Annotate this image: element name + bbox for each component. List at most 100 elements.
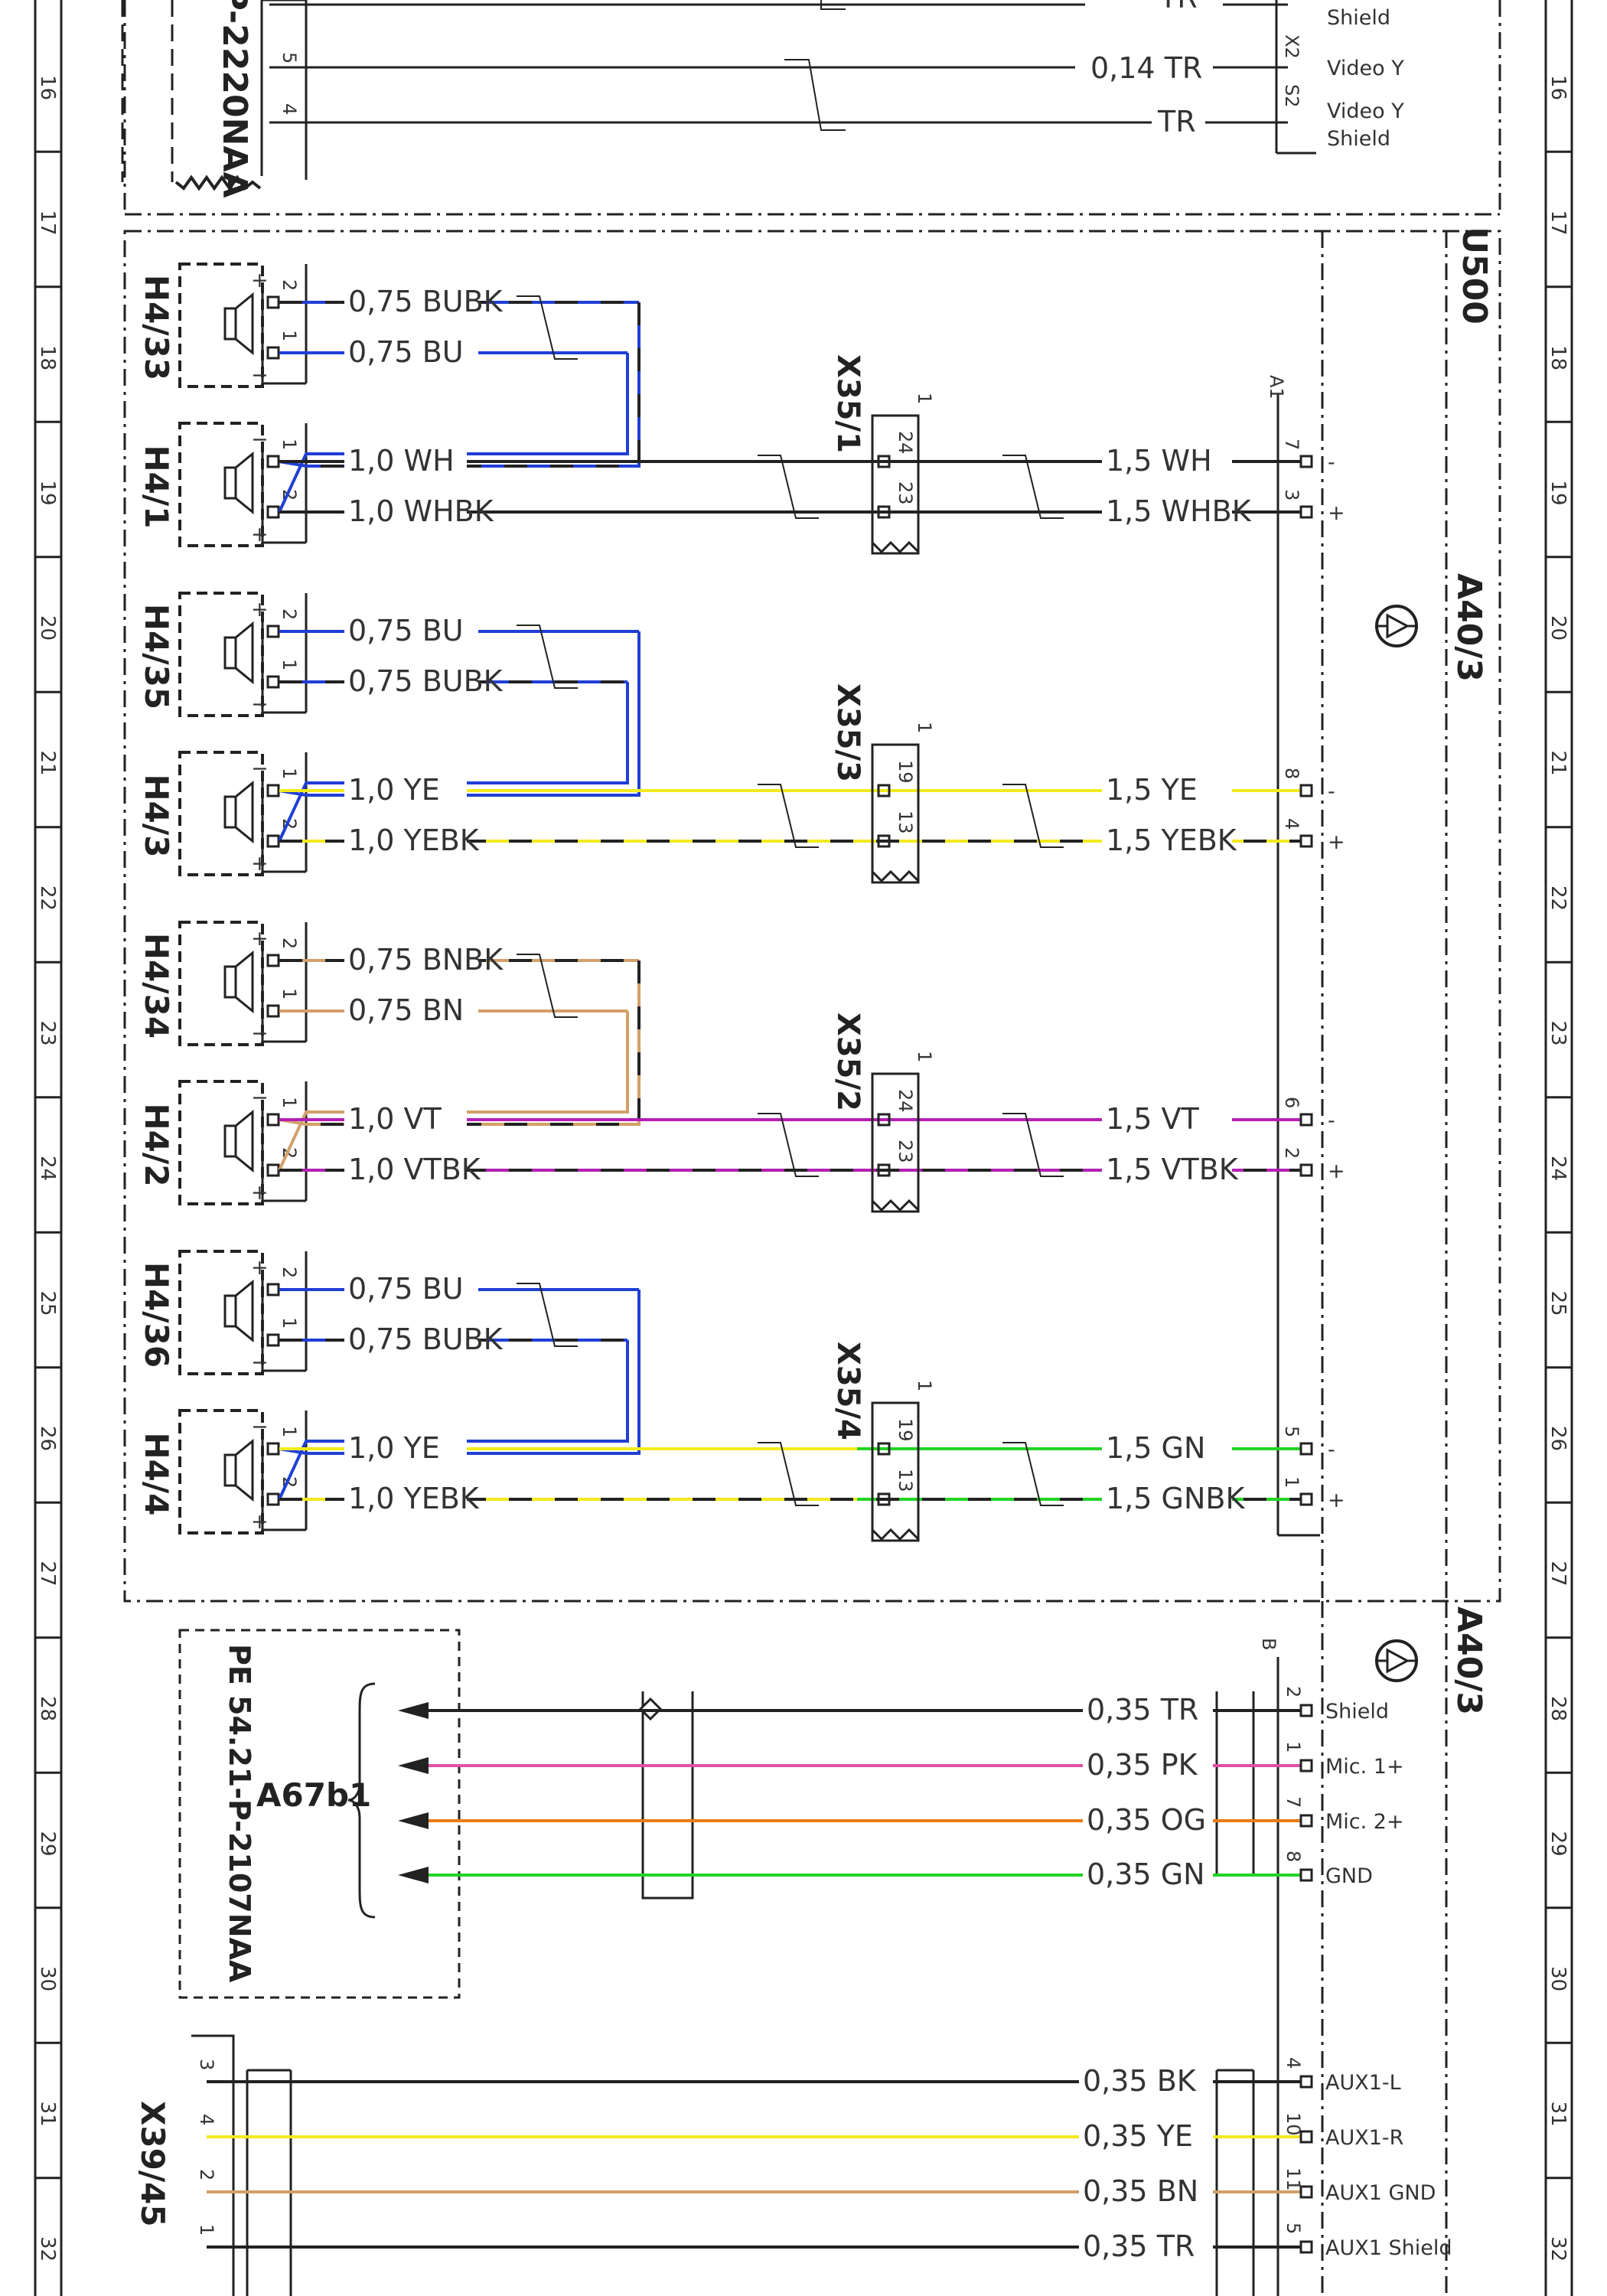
top-signal-video-y-2: Video Y [1327, 99, 1404, 123]
polarity: - [1328, 1109, 1335, 1133]
connector-pin: 1 [914, 722, 935, 733]
top-connector-x2: X2 [1281, 34, 1302, 59]
connector-pin: 23 [895, 481, 916, 505]
module-pin: 3 [1281, 489, 1302, 501]
wire-label: 1,5 GN [1106, 1431, 1205, 1465]
wire-label: 1,5 WHBK [1106, 494, 1252, 528]
row-marker: 25 [36, 1291, 59, 1316]
aux-connector-label: X39/45 [134, 2101, 171, 2227]
wire-label: 1,5 VT [1106, 1102, 1200, 1136]
wire-label: 0,75 BN [348, 993, 464, 1027]
aux-left-pin: 2 [196, 2169, 217, 2180]
speaker-rear: H4/412+− [138, 1409, 308, 1534]
speaker-pin: 1 [279, 768, 300, 779]
module-pin: 1 [1283, 1741, 1304, 1753]
top-wire-label-3: TR [1157, 105, 1196, 139]
signal-label: AUX1-L [1325, 2071, 1401, 2095]
speaker-minus: − [251, 757, 269, 781]
speaker-pin: 2 [279, 938, 300, 949]
module-pin: 7 [1281, 439, 1302, 450]
row-marker: 22 [36, 885, 59, 911]
row-marker: 26 [36, 1426, 59, 1451]
signal-label: Shield [1325, 1700, 1389, 1724]
top-connector-s2: S2 [1281, 84, 1302, 108]
connector-pin: 1 [914, 393, 935, 404]
connector-pin: 19 [895, 760, 916, 784]
top-signal-shield-2: Shield [1327, 127, 1390, 151]
module-pin: 5 [1281, 1426, 1302, 1437]
wire-label: 0,35 BK [1083, 2064, 1197, 2098]
row-marker: 19 [1547, 481, 1570, 506]
wire-label: 1,0 YE [348, 1431, 440, 1465]
connector-pin: 19 [895, 1418, 916, 1442]
wire-label: 0,35 TR [1083, 2229, 1195, 2263]
wire-label: 0,35 TR [1087, 1693, 1198, 1727]
speaker-rear: H4/312+− [138, 751, 308, 876]
top-block-label: P-2220NAA [215, 0, 254, 198]
speaker-minus: − [251, 364, 269, 387]
speaker-rear: H4/212+− [138, 1080, 308, 1205]
row-marker: 29 [1547, 1831, 1570, 1857]
u500-module-connector: A1 [1266, 375, 1287, 400]
row-marker: 31 [36, 2102, 59, 2127]
wire-label: 0,75 BUBK [348, 1322, 504, 1356]
wire-label: 1,5 YE [1106, 773, 1198, 807]
module-pin: 4 [1281, 818, 1302, 830]
wire-label: 1,0 VT [348, 1102, 442, 1136]
signal-label: AUX1-R [1325, 2126, 1403, 2150]
row-marker: 24 [36, 1156, 59, 1181]
speaker-pin: 1 [279, 1426, 300, 1437]
speaker-minus: − [251, 1415, 269, 1439]
connector-pin: 24 [895, 431, 916, 455]
polarity: + [1328, 830, 1345, 854]
polarity: + [1328, 1159, 1345, 1183]
row-marker: 28 [36, 1696, 59, 1721]
wire-label: 0,35 OG [1087, 1803, 1206, 1837]
speaker-pin: 1 [279, 1097, 300, 1108]
row-marker: 24 [1547, 1156, 1570, 1181]
speaker-minus: − [251, 1351, 269, 1375]
module-pin: 5 [1283, 2223, 1304, 2234]
mic-module-connector: B [1258, 1638, 1279, 1650]
speaker-label: H4/1 [138, 445, 175, 529]
polarity: + [1328, 501, 1345, 525]
connector-label: X35/3 [830, 683, 865, 782]
signal-label: Mic. 1+ [1325, 1755, 1404, 1779]
aux-left-pin: 3 [196, 2059, 217, 2070]
aux-left-pin: 4 [196, 2114, 217, 2125]
speaker-pin: 2 [279, 1147, 300, 1159]
speaker-label: H4/33 [138, 275, 175, 380]
row-marker: 26 [1547, 1426, 1570, 1451]
mic-module-label: A40/3 [1449, 1606, 1488, 1715]
wire-label: 0,75 BUBK [348, 664, 504, 698]
speaker-plus: + [251, 1510, 269, 1534]
speaker-plus: + [251, 852, 269, 876]
polarity: - [1328, 1438, 1335, 1462]
row-marker: 17 [1547, 210, 1570, 236]
speaker-label: H4/4 [138, 1433, 175, 1516]
top-wire-label-2: 0,14 TR [1090, 51, 1202, 85]
connector-label: X35/2 [830, 1013, 865, 1111]
connector-pin: 24 [895, 1089, 916, 1113]
module-pin: 7 [1283, 1796, 1304, 1808]
row-marker: 30 [1547, 1966, 1570, 1991]
speaker-minus: − [251, 693, 269, 716]
wire-label: 0,75 BU [348, 1272, 464, 1306]
row-marker: 20 [36, 615, 59, 641]
speaker-minus: − [251, 1022, 269, 1045]
top-pin-5: 5 [279, 52, 300, 64]
wire-label: 0,75 BU [348, 614, 464, 647]
